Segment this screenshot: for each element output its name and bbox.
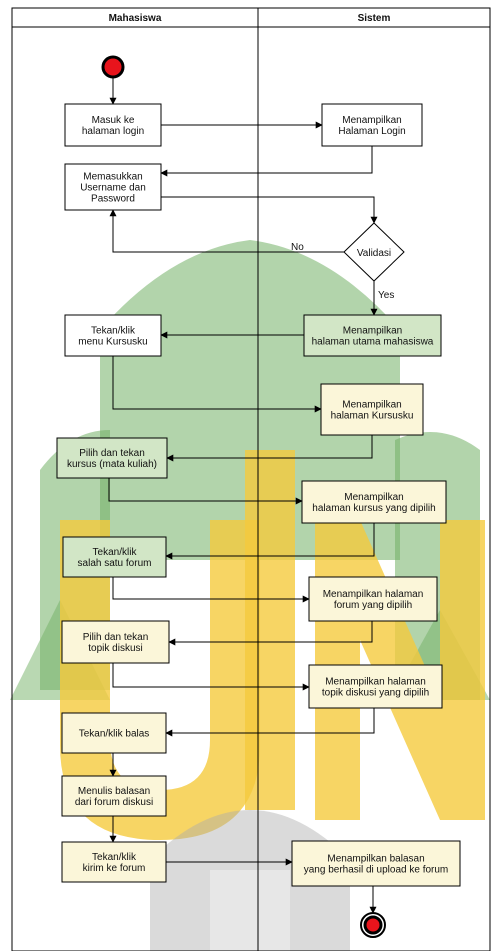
node-label: kursus (mata kuliah) [67,459,157,470]
start-node [101,55,125,79]
node-label: halaman utama mahasiswa [312,337,434,348]
edge-arrow [165,523,375,560]
decision-validasi: Validasi [343,222,405,282]
edge-arrow [112,577,310,603]
edge-labels: No Yes [291,242,394,301]
end-node [360,912,386,938]
lane-header-sistem: Sistem [358,13,391,24]
edge-label-no: No [291,242,304,253]
node-label: Username dan [80,183,146,194]
node-label: topik diskusi [88,643,142,654]
node-label: Halaman Login [338,126,405,137]
swimlane-frame: Mahasiswa Sistem [11,7,491,951]
node-label: Menampilkan balasan [327,854,424,865]
node-balas: Tekan/klik balas [61,712,167,754]
node-label: Password [91,194,135,205]
node-label: Tekan/klik [92,852,137,863]
node-label: halaman kursus yang dipilih [312,503,435,514]
edge-label-yes: Yes [378,290,394,301]
edge-arrow [166,435,373,462]
edge-arrow [161,196,378,224]
node-label: Menulis balasan [78,786,150,797]
node-label: Menampilkan [343,326,402,337]
node-label: topik diskusi yang dipilih [322,688,429,699]
edge-arrow [108,478,303,505]
node-label: dari forum diskusi [75,797,153,808]
node-label: Masuk ke [92,115,135,126]
node-label: Menampilkan halaman [325,677,426,688]
node-label: halaman login [82,126,144,137]
edge-arrow [160,146,373,177]
node-label: forum yang dipilih [334,600,412,611]
edge-arrow [112,356,322,413]
node-label: Menampilkan [342,115,401,126]
node-label: Tekan/klik [91,326,136,337]
node-label: halaman Kursusku [331,411,414,422]
node-label: Tekan/klik [93,547,138,558]
node-label: menu Kursusku [78,337,147,348]
node-label: Menampilkan [342,400,401,411]
node-label: Menampilkan [344,492,403,503]
edge-arrow [168,621,373,646]
node-label: Memasukkan [83,172,142,183]
node-label: Tekan/klik balas [79,729,150,740]
decision-label: Validasi [357,248,391,259]
lane-header-mahasiswa: Mahasiswa [109,13,162,24]
node-label: Menampilkan halaman [323,589,424,600]
node-label: salah satu forum [78,558,152,569]
node-label: kirim ke forum [83,863,146,874]
edge-arrow [109,209,344,253]
node-label: yang berhasil di upload ke forum [304,865,449,876]
edges [108,77,378,914]
node-label: Pilih dan tekan [79,448,145,459]
node-label: Pilih dan tekan [83,632,149,643]
edge-arrow [165,708,375,737]
edge-arrow [112,663,310,691]
